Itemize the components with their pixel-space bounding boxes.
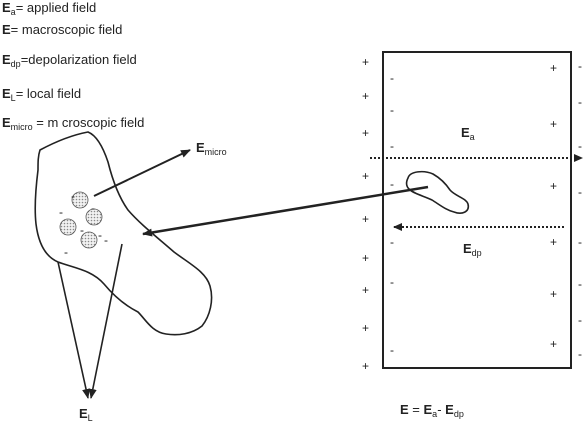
charge-plus: + xyxy=(550,235,558,249)
charge-minus: - xyxy=(59,205,63,219)
legend-applied-field: Ea= applied field xyxy=(2,0,97,17)
dielectric-slab xyxy=(382,51,572,369)
enlarged-region-blob xyxy=(34,131,213,336)
legend-depolarization-field: Edp=depolarization field xyxy=(2,52,137,69)
equation: E = Ea- Edp xyxy=(400,402,464,419)
molecule-sphere xyxy=(71,191,89,209)
label-e-l: EL xyxy=(79,406,93,423)
charge-minus: - xyxy=(578,235,582,249)
label-e-micro: Emicro xyxy=(196,140,227,157)
charge-plus: + xyxy=(550,337,558,351)
charge-plus: + xyxy=(362,169,370,183)
charge-plus: + xyxy=(362,55,370,69)
charge-minus: - xyxy=(578,95,582,109)
charge-minus: - xyxy=(578,59,582,73)
zoom-arrow xyxy=(142,185,429,237)
small-region-blob xyxy=(405,170,470,214)
charge-minus: - xyxy=(578,277,582,291)
charge-plus: + xyxy=(362,251,370,265)
charge-plus: + xyxy=(362,283,370,297)
charge-plus: + xyxy=(362,359,370,373)
label-e-a: Ea xyxy=(461,125,475,142)
charge-plus: + xyxy=(362,126,370,140)
charge-minus: - xyxy=(390,235,394,249)
charge-minus: - xyxy=(578,313,582,327)
molecule-sphere xyxy=(59,218,77,236)
charge-plus: + xyxy=(550,287,558,301)
legend-macroscopic-field: E= macroscopic field xyxy=(2,22,123,37)
charge-plus: + xyxy=(362,321,370,335)
legend-microscopic-field: Emicro = m croscopic field xyxy=(2,115,145,132)
charge-minus: - xyxy=(98,228,102,242)
charge-plus: + xyxy=(550,179,558,193)
local-field-arrow-right xyxy=(88,243,123,399)
charge-minus: - xyxy=(104,233,108,247)
charge-minus: - xyxy=(390,71,394,85)
charge-minus: - xyxy=(91,201,95,215)
charge-plus: + xyxy=(550,61,558,75)
charge-minus: - xyxy=(390,177,394,191)
molecule-sphere xyxy=(80,231,98,249)
charge-plus: + xyxy=(550,117,558,131)
charge-plus: + xyxy=(362,89,370,103)
charge-minus: - xyxy=(578,185,582,199)
local-field-arrow-left xyxy=(57,261,90,399)
legend-local-field: EL= local field xyxy=(2,86,82,103)
charge-minus: - xyxy=(390,139,394,153)
charge-minus: - xyxy=(390,103,394,117)
microscopic-field-arrow xyxy=(93,149,191,197)
label-e-dp: Edp xyxy=(463,241,482,258)
charge-minus: - xyxy=(71,189,75,203)
charge-minus: - xyxy=(578,347,582,361)
charge-minus: - xyxy=(64,245,68,259)
molecule-sphere xyxy=(85,208,103,226)
charge-minus: - xyxy=(390,275,394,289)
charge-minus: - xyxy=(578,139,582,153)
charge-minus: - xyxy=(390,343,394,357)
charge-plus: + xyxy=(362,212,370,226)
charge-minus: - xyxy=(80,223,84,237)
